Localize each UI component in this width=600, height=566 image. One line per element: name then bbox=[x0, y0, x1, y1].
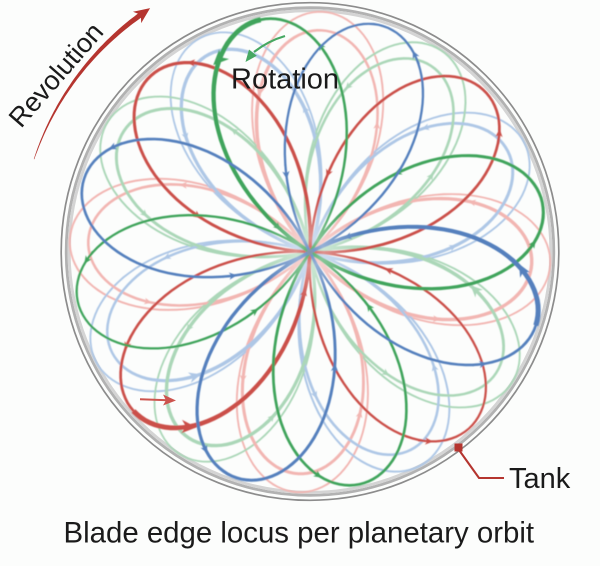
svg-text:Tank: Tank bbox=[509, 463, 571, 495]
svg-text:Blade edge locus per planetary: Blade edge locus per planetary orbit bbox=[64, 517, 535, 550]
svg-text:Rotation: Rotation bbox=[231, 64, 339, 96]
